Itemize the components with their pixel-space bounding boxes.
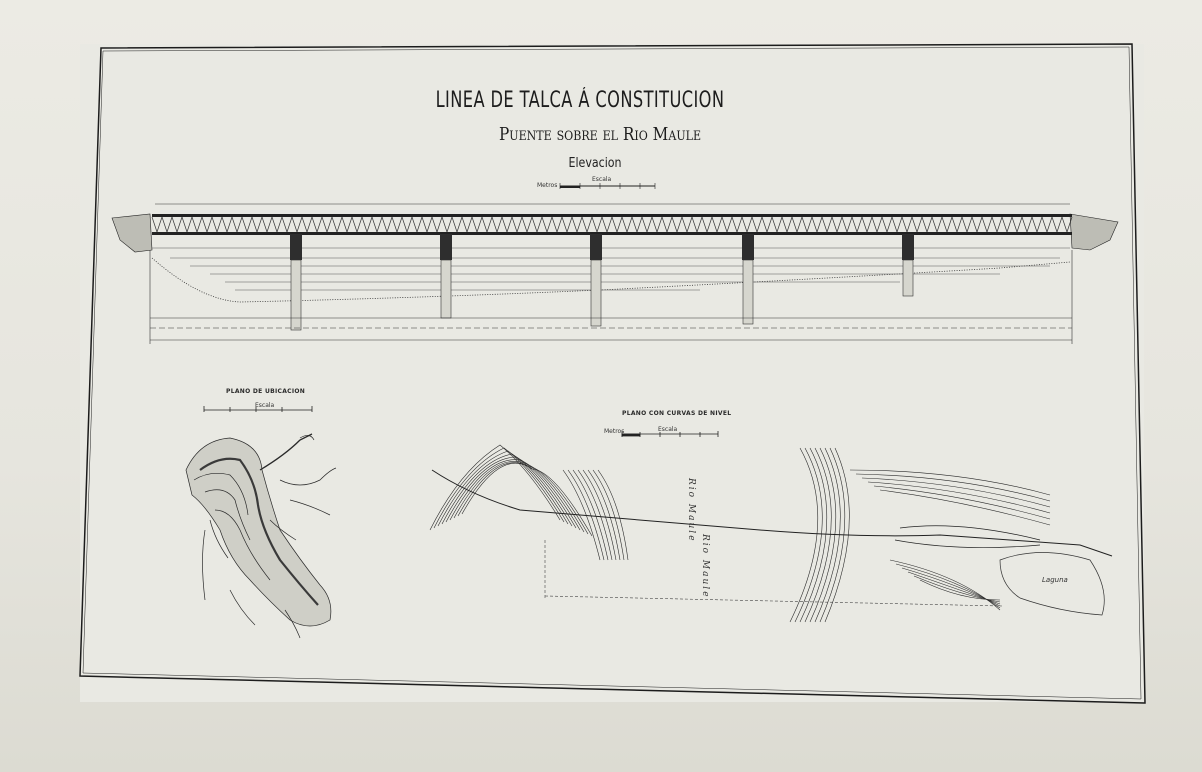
- railway-alignment: [431, 469, 1113, 557]
- plate-border: [79, 43, 1146, 704]
- bridge-pier: [290, 234, 302, 331]
- plate-inner-border: [82, 46, 1142, 700]
- title-line-1: LINEA DE TALCA Á CONSTITUCION: [435, 88, 725, 113]
- lagoon-label: Laguna: [1042, 576, 1068, 584]
- bridge-piers: [290, 234, 914, 331]
- river-maule-label-upper: Rio Maule: [686, 478, 696, 543]
- lower-dimension-lines: [149, 250, 1073, 344]
- left-embankment: [111, 213, 153, 253]
- contour-plan-scale-bar: [621, 431, 719, 437]
- bridge-pier: [902, 234, 914, 297]
- bridge-pier: [440, 234, 452, 319]
- water-level-lines: [152, 247, 1070, 291]
- location-plan-scale-bar: [203, 406, 313, 412]
- contour-plan-title: PLANO CON CURVAS DE NIVEL: [622, 410, 732, 417]
- contour-plan: [429, 444, 1051, 623]
- elevation-scale-units: Metros: [537, 182, 558, 189]
- elevation-scale-bar: [559, 183, 656, 189]
- bridge-pier: [742, 234, 754, 325]
- location-map: [185, 433, 337, 639]
- river-maule-label-lower: Rio Maule: [700, 534, 710, 599]
- location-plan-scale-label: Escala: [255, 402, 275, 409]
- bridge-pier: [590, 234, 602, 327]
- title-line-2: Puente sobre el Rio Maule: [498, 124, 702, 145]
- location-plan-title: PLANO DE UBICACION: [226, 388, 306, 395]
- lagoon-outline: [999, 552, 1105, 616]
- river-bed: [151, 257, 1071, 303]
- bridge-truss: [151, 214, 1073, 235]
- elevation-scale-label: Escala: [592, 176, 612, 183]
- contour-dimension-line: [544, 540, 1003, 607]
- contour-plan-scale-label: Escala: [658, 426, 678, 433]
- right-embankment: [1069, 213, 1119, 251]
- contour-plan-scale-units: Metros: [604, 428, 625, 435]
- title-line-3: Elevacion: [568, 156, 622, 171]
